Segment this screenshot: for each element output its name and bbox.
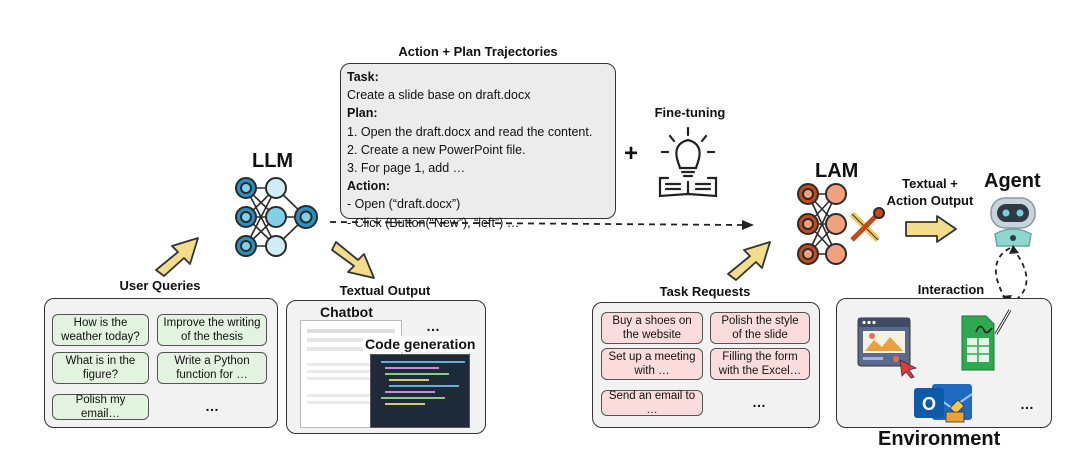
task-chip: Buy a shoes on the website (601, 312, 703, 344)
robot-agent-icon (990, 197, 1036, 247)
arrow-lam-to-agent (905, 215, 957, 243)
arrow-queries-to-llm (155, 237, 199, 277)
wrench-screwdriver-icon (849, 207, 885, 243)
task-requests-ellipsis: … (752, 394, 766, 410)
interaction-label: Interaction (917, 282, 985, 297)
query-chip: Write a Python function for … (157, 352, 267, 384)
code-generation-label: Code generation (363, 336, 478, 352)
trajectory-line: Task: (347, 70, 379, 84)
arrow-requests-to-lam (727, 241, 771, 281)
llm-network-icon (235, 177, 318, 257)
query-chip: What is in the figure? (52, 352, 149, 384)
textual-action-output-line1: Textual + (902, 176, 958, 191)
web-browser-icon (857, 317, 918, 379)
trajectory-line: 3. For page 1, add … (347, 161, 466, 176)
llm-label: LLM (252, 150, 294, 172)
task-chip: Filling the form with the Excel… (710, 348, 810, 380)
environment-title: Environment (878, 428, 1001, 450)
chatbot-label: Chatbot (320, 304, 373, 320)
task-chip: Send an email to … (601, 390, 703, 416)
spreadsheet-icon (961, 309, 1012, 371)
trajectory-line: - Open (“draft.docx”) (347, 197, 461, 212)
textual-action-output-line2: Action Output (886, 193, 974, 208)
trajectory-line: Action: (347, 179, 391, 194)
trajectory-line: Create a slide base on draft.docx (347, 88, 531, 103)
trajectories-title: Action + Plan Trajectories (398, 44, 558, 59)
textual-output-ellipsis: … (426, 318, 440, 334)
task-requests-title: Task Requests (659, 284, 751, 299)
llm-to-lam-dashed-arrow (329, 220, 754, 230)
trajectory-line: Plan: (347, 106, 378, 121)
queries-ellipsis: … (205, 398, 219, 414)
fine-tuning-label: Fine-tuning (654, 105, 726, 120)
task-chip: Set up a meeting with … (601, 348, 703, 380)
lightbulb-book-icon (658, 126, 718, 198)
agent-label: Agent (984, 170, 1041, 192)
trajectory-line: 2. Create a new PowerPoint file. (347, 142, 526, 157)
query-chip: Improve the writing of the thesis (157, 314, 267, 346)
environment-ellipsis: … (1020, 396, 1034, 412)
trajectory-line: 1. Open the draft.docx and read the cont… (347, 124, 593, 139)
lam-label: LAM (815, 160, 859, 182)
svg-text:O: O (922, 394, 936, 414)
arrow-llm-to-output (331, 241, 375, 279)
code-editor-screenshot (370, 354, 470, 428)
task-chip: Polish the style of the slide (710, 312, 810, 344)
outlook-mail-icon: O (914, 384, 973, 423)
query-chip: Polish my email… (52, 394, 149, 420)
user-queries-title: User Queries (119, 278, 201, 293)
plus-sign: + (624, 140, 639, 167)
lam-network-icon (797, 183, 885, 265)
textual-output-title: Textual Output (339, 283, 431, 298)
query-chip: How is the weather today? (52, 314, 149, 346)
